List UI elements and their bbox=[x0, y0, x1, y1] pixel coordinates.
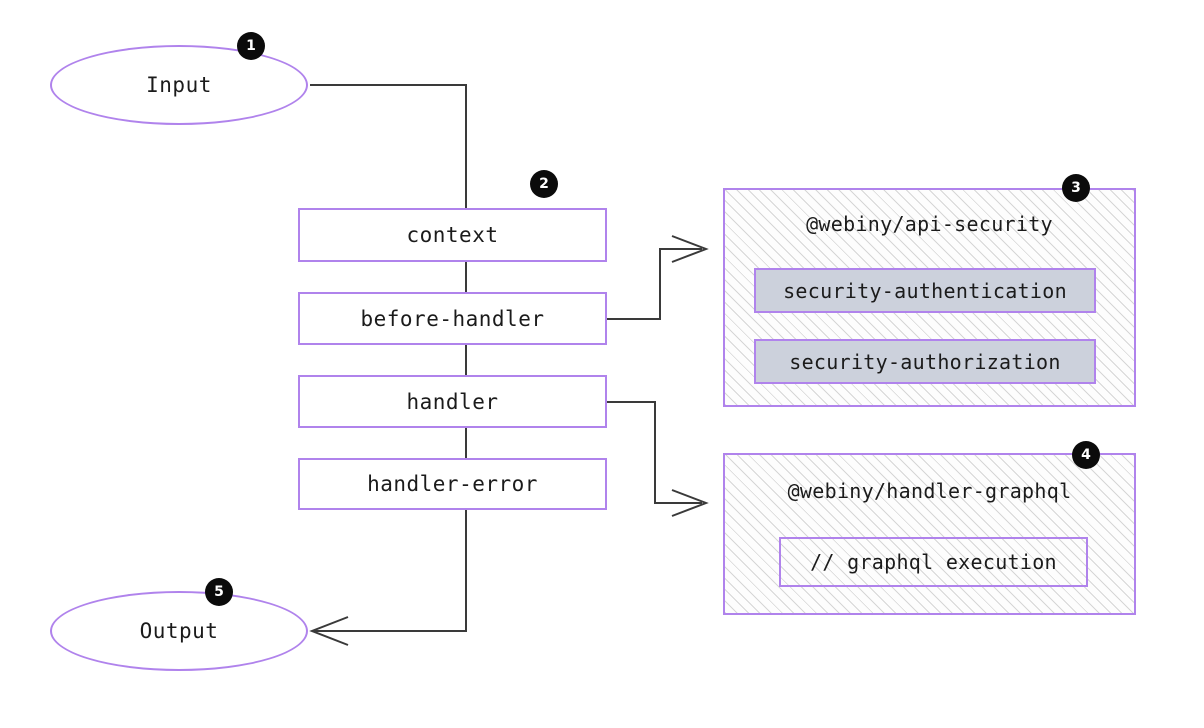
lifecycle-box-before-handler[interactable]: before-handler bbox=[298, 292, 607, 345]
panel-api-security[interactable]: @webiny/api-security security-authentica… bbox=[723, 188, 1136, 407]
badge-2: 2 bbox=[530, 170, 558, 198]
badge-4: 4 bbox=[1072, 441, 1100, 469]
lifecycle-box-context[interactable]: context bbox=[298, 208, 607, 262]
connector-input-to-context bbox=[310, 84, 467, 208]
terminator-input[interactable]: Input bbox=[50, 45, 308, 125]
connector-handler-error-to-output bbox=[313, 510, 467, 632]
panel-handler-graphql-title: @webiny/handler-graphql bbox=[787, 479, 1072, 503]
lifecycle-box-before-handler-label: before-handler bbox=[360, 306, 545, 331]
panel-api-security-title: @webiny/api-security bbox=[806, 212, 1053, 236]
panel-item-security-authentication-label: security-authentication bbox=[783, 278, 1067, 303]
badge-1-label: 1 bbox=[246, 38, 256, 54]
connector-before-handler-to-api-security bbox=[607, 248, 702, 320]
connector-handler-to-handler-graphql bbox=[607, 401, 702, 504]
badge-5-label: 5 bbox=[214, 584, 224, 600]
lifecycle-box-handler-error[interactable]: handler-error bbox=[298, 458, 607, 510]
arrowhead-api-security bbox=[671, 235, 709, 263]
arrowhead-handler-graphql bbox=[671, 489, 709, 517]
terminator-output[interactable]: Output bbox=[50, 591, 308, 671]
badge-5: 5 bbox=[205, 578, 233, 606]
lifecycle-box-handler-error-label: handler-error bbox=[367, 472, 538, 496]
badge-3: 3 bbox=[1062, 174, 1090, 202]
badge-4-label: 4 bbox=[1081, 447, 1091, 463]
terminator-input-label: Input bbox=[146, 73, 212, 97]
badge-3-label: 3 bbox=[1071, 180, 1081, 196]
lifecycle-box-handler-label: handler bbox=[406, 389, 499, 414]
lifecycle-box-context-label: context bbox=[406, 223, 499, 247]
panel-item-graphql-execution[interactable]: // graphql execution bbox=[779, 537, 1088, 587]
panel-item-security-authorization[interactable]: security-authorization bbox=[754, 339, 1096, 384]
terminator-output-label: Output bbox=[139, 619, 219, 643]
badge-1: 1 bbox=[237, 32, 265, 60]
panel-item-graphql-execution-label: // graphql execution bbox=[810, 550, 1057, 574]
panel-item-security-authorization-label: security-authorization bbox=[789, 349, 1061, 374]
lifecycle-box-handler[interactable]: handler bbox=[298, 375, 607, 428]
badge-2-label: 2 bbox=[539, 176, 549, 192]
arrowhead-output bbox=[309, 616, 349, 646]
panel-handler-graphql[interactable]: @webiny/handler-graphql // graphql execu… bbox=[723, 453, 1136, 615]
panel-item-security-authentication[interactable]: security-authentication bbox=[754, 268, 1096, 313]
